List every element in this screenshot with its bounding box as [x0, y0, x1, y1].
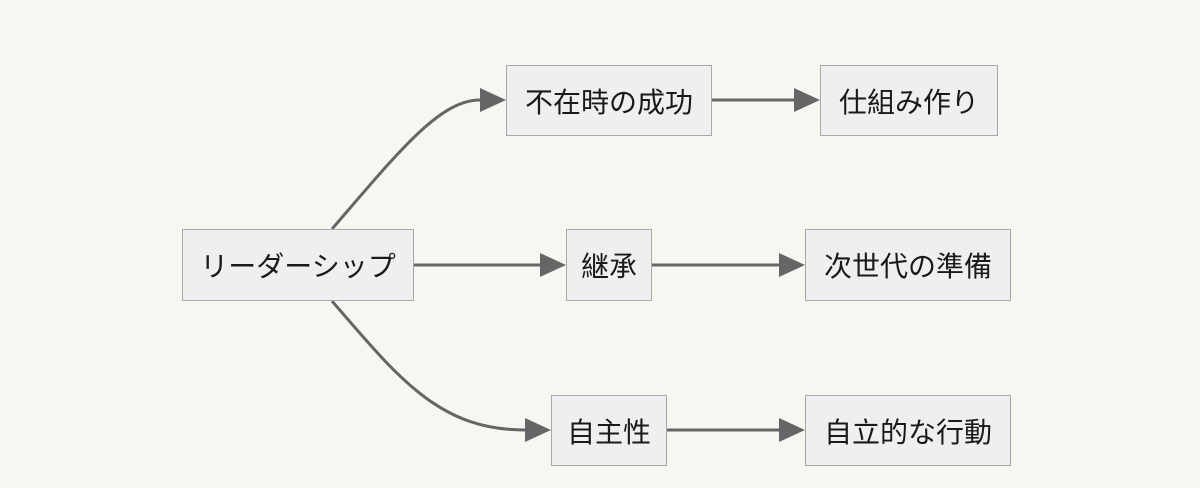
arrowhead-autonomous-action: [779, 418, 805, 442]
arrowhead-success-absence: [480, 88, 506, 112]
arrowhead-system-building: [794, 88, 820, 112]
node-next-generation-prep: 次世代の準備: [805, 229, 1011, 301]
arrowhead-succession: [540, 253, 566, 277]
arrowhead-autonomy: [525, 418, 551, 442]
arrowhead-next-gen-prep: [779, 253, 805, 277]
node-leadership: リーダーシップ: [182, 229, 414, 301]
node-autonomy: 自主性: [551, 395, 667, 466]
node-system-building: 仕組み作り: [820, 65, 998, 136]
node-success-in-absence: 不在時の成功: [506, 65, 712, 136]
edge-leadership-to-autonomy: [330, 300, 526, 432]
node-autonomous-action: 自立的な行動: [805, 395, 1011, 466]
edge-leadership-to-success-absence: [330, 98, 481, 230]
node-succession: 継承: [566, 229, 652, 301]
